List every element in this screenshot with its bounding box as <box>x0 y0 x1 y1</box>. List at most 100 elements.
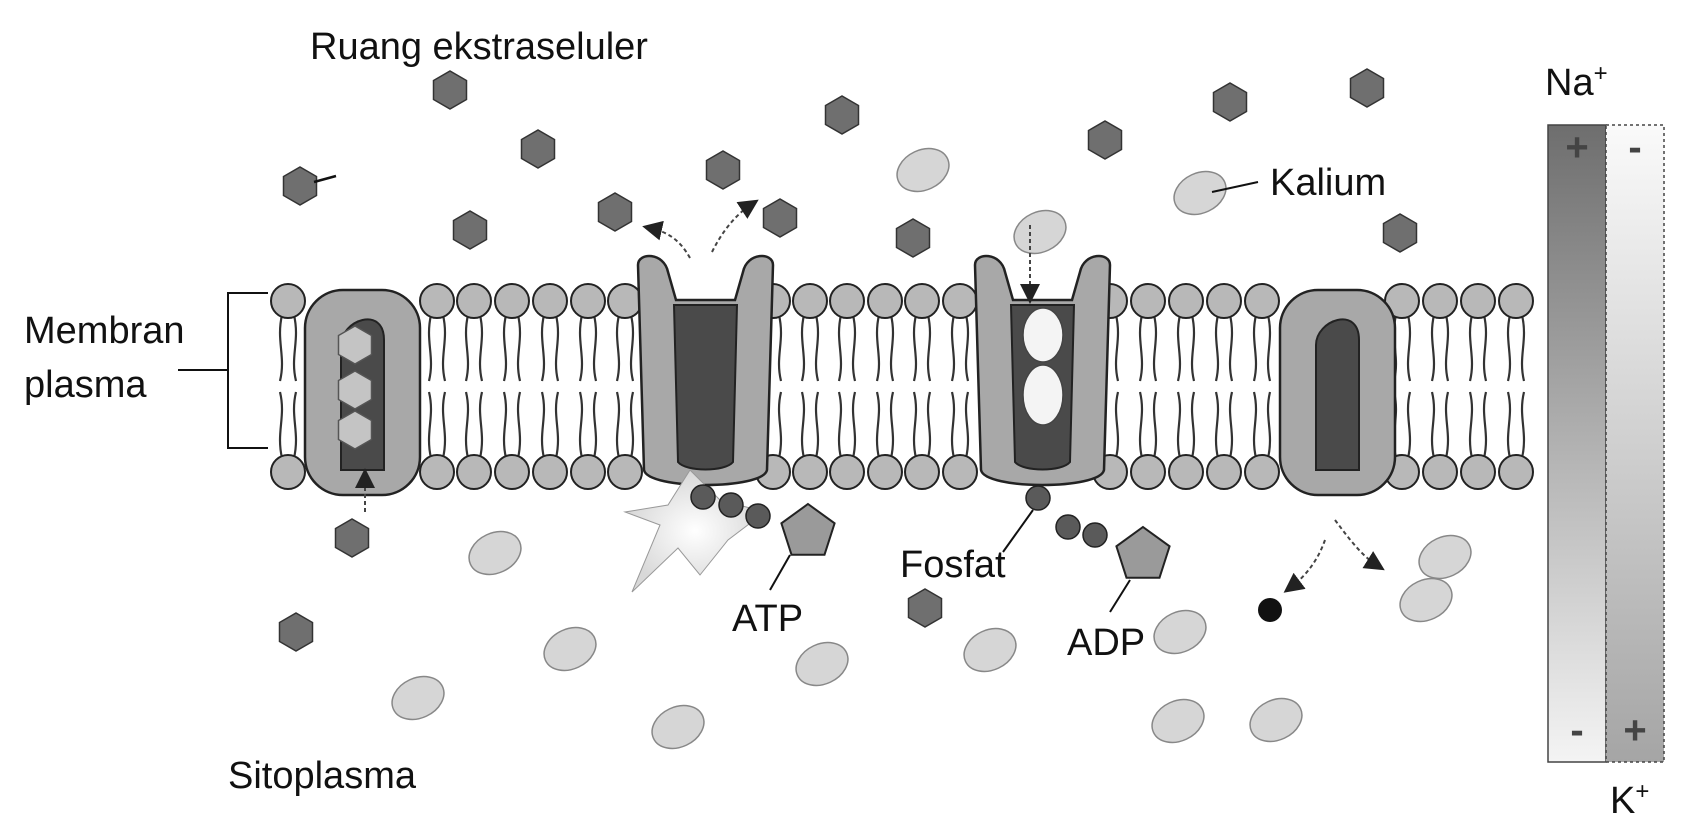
phospholipid <box>570 283 606 490</box>
phospholipid <box>942 283 978 490</box>
membrane-label-line1: Membran <box>24 310 185 352</box>
pump-open-atp <box>636 254 775 487</box>
lipid-head <box>942 454 978 490</box>
pump-closed-right <box>1278 288 1397 497</box>
lipid-tail <box>1176 314 1182 382</box>
lipid-head <box>1168 283 1204 319</box>
lipid-tail <box>912 391 918 459</box>
membrane-bracket <box>227 292 268 449</box>
lipid-tail <box>278 391 284 459</box>
lipid-tail <box>1176 391 1182 459</box>
lipid-head <box>904 283 940 319</box>
extracellular-label: Ruang ekstraseluler <box>310 26 648 68</box>
phosphate-pointer <box>1002 509 1034 553</box>
phosphate-bead <box>1025 485 1051 511</box>
lipid-head <box>419 283 455 319</box>
lipid-tail <box>629 391 635 459</box>
potassium-ion-bound <box>1022 364 1064 426</box>
lipid-head <box>270 283 306 319</box>
sodium-ion <box>762 198 798 238</box>
lipid-tail <box>278 314 284 382</box>
lipid-tail <box>441 314 447 382</box>
lipid-tail <box>964 391 970 459</box>
lipid-head <box>904 454 940 490</box>
phosphate-bead <box>718 492 744 518</box>
lipid-tail <box>1444 391 1450 459</box>
lipid-head <box>419 454 455 490</box>
lipid-tail <box>441 391 447 459</box>
lipid-head <box>570 454 606 490</box>
lipid-tail <box>889 391 895 459</box>
lipid-tail <box>950 314 956 382</box>
sodium-ion-bound <box>337 370 373 410</box>
gradient-bar: +--+ <box>1547 124 1665 763</box>
potassium-ion <box>651 704 705 750</box>
lipid-head <box>1168 454 1204 490</box>
lipid-tail <box>554 314 560 382</box>
lipid-tail <box>1482 314 1488 382</box>
atp-label: ATP <box>732 598 804 640</box>
potassium-ion <box>391 675 445 721</box>
lipid-head <box>1130 283 1166 319</box>
potassium-ion-label: K+ <box>1610 780 1649 821</box>
lipid-tail <box>1114 391 1120 459</box>
potassium-ion <box>543 626 597 672</box>
lipid-tail <box>1152 391 1158 459</box>
sodium-ion <box>432 70 468 110</box>
sodium-ion <box>282 166 318 206</box>
phospholipid <box>867 283 903 490</box>
lipid-head <box>1206 283 1242 319</box>
lipid-tail <box>1520 314 1526 382</box>
adp-label: ADP <box>1067 622 1146 664</box>
lipid-tail <box>1190 314 1196 382</box>
sodium-ion <box>895 218 931 258</box>
sodium-ion-label: Na+ <box>1545 62 1608 104</box>
lipid-tail <box>1520 391 1526 459</box>
potassium-gradient-column <box>1605 124 1665 763</box>
phosphate-label: Fosfat <box>900 544 1006 586</box>
lipid-head <box>1498 283 1534 319</box>
lipid-head <box>1498 454 1534 490</box>
sodium-ion <box>334 518 370 558</box>
lipid-tail <box>814 391 820 459</box>
phosphate-bead <box>745 503 771 529</box>
lipid-tail <box>964 314 970 382</box>
phospholipid <box>419 283 455 490</box>
lipid-tail <box>1430 314 1436 382</box>
sodium-ion <box>1212 82 1248 122</box>
potassium-ion <box>1173 170 1227 216</box>
right-top-sign: - <box>1628 126 1641 170</box>
lipid-head <box>1460 454 1496 490</box>
lipid-head <box>494 283 530 319</box>
movement-arrow <box>642 220 691 259</box>
membrane-label-line2: plasma <box>24 364 147 406</box>
lipid-head <box>532 283 568 319</box>
lipid-tail <box>926 391 932 459</box>
lipid-tail <box>837 391 843 459</box>
phospholipid <box>456 283 492 490</box>
cytoplasm-label: Sitoplasma <box>228 755 416 797</box>
movement-arrow <box>711 199 759 253</box>
phospholipid <box>1130 283 1166 490</box>
movement-arrow <box>1334 519 1385 571</box>
annotations <box>178 174 1385 613</box>
lipid-tail <box>800 391 806 459</box>
lipid-tail <box>540 391 546 459</box>
lipid-head <box>942 283 978 319</box>
lipid-tail <box>1138 391 1144 459</box>
lipid-tail <box>578 391 584 459</box>
lipid-head <box>867 454 903 490</box>
phospholipid <box>494 283 530 490</box>
pointer-line <box>313 174 337 184</box>
potassium-ion-charge: + <box>1635 778 1650 805</box>
lipid-tail <box>1406 391 1412 459</box>
lipid-tail <box>1190 391 1196 459</box>
lipid-head <box>867 283 903 319</box>
lipid-tail <box>1444 314 1450 382</box>
right-bottom-sign: + <box>1623 709 1646 753</box>
sodium-ion <box>705 150 741 190</box>
potassium-ion <box>963 627 1017 673</box>
sodium-ion-symbol: Na <box>1545 62 1594 104</box>
potassium-label: Kalium <box>1270 162 1387 204</box>
